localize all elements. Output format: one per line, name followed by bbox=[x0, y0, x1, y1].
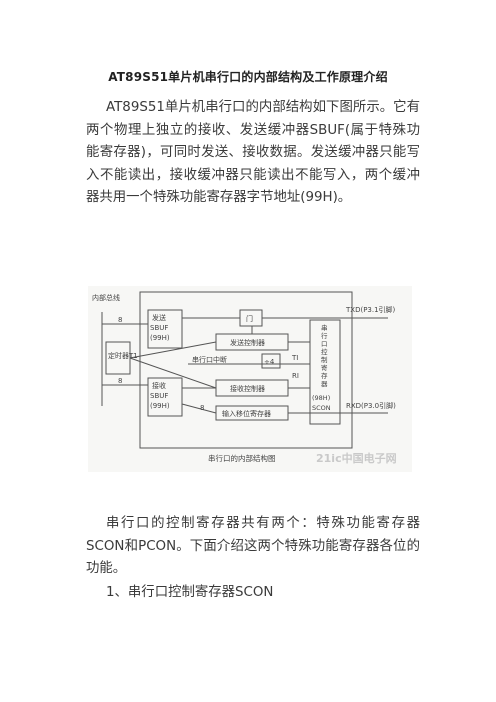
svg-text:串: 串 bbox=[321, 324, 328, 332]
scon-box bbox=[309, 319, 341, 425]
shift-register-label: 输入移位寄存器 bbox=[222, 409, 271, 418]
timer-label: 定时器T1 bbox=[108, 351, 138, 360]
svg-text:(98H): (98H) bbox=[312, 394, 330, 402]
rxd-label: RXD(P3.0引脚) bbox=[346, 401, 396, 410]
svg-text:器: 器 bbox=[321, 380, 328, 388]
bus-width-shift: 8 bbox=[200, 404, 204, 412]
intro-paragraph: AT89S51单片机串行口的内部结构如下图所示。它有两个物理上独立的接收、发送缓… bbox=[86, 100, 420, 205]
svg-text:口: 口 bbox=[321, 340, 328, 348]
rx-controller-label: 接收控制器 bbox=[230, 384, 265, 393]
ti-label: TI bbox=[291, 354, 298, 362]
scon-vertical-label: 串 行 口 控 制 寄 存 器 (98H) SCON bbox=[312, 324, 331, 412]
internal-bus-label: 内部总线 bbox=[92, 293, 120, 302]
serial-port-structure-diagram: 内部总线 8 8 8 定时器T1 发送 SBUF (99H) 接收 SBUF (… bbox=[88, 286, 412, 472]
section-heading-scon: 1、串行口控制寄存器SCON bbox=[106, 585, 274, 600]
svg-text:行: 行 bbox=[321, 331, 328, 340]
tx-sbuf-box bbox=[147, 309, 183, 349]
svg-text:SCON: SCON bbox=[312, 404, 331, 412]
svg-text:控: 控 bbox=[321, 347, 328, 356]
svg-text:存: 存 bbox=[321, 371, 328, 380]
gate-label: 门 bbox=[246, 314, 253, 323]
ri-label: RI bbox=[292, 372, 299, 380]
tx-sbuf-line3: (99H) bbox=[150, 334, 170, 342]
tx-sbuf-line2: SBUF bbox=[150, 324, 168, 332]
rx-sbuf-box bbox=[147, 377, 183, 417]
control-register-paragraph: 串行口的控制寄存器共有两个：特殊功能寄存器SCON和PCON。下面介绍这两个特殊… bbox=[86, 516, 420, 576]
rx-sbuf-line1: 接收 bbox=[152, 381, 166, 390]
divider-label: ÷4 bbox=[264, 358, 275, 366]
svg-text:寄: 寄 bbox=[321, 363, 328, 372]
document-title: AT89S51单片机串行口的内部结构及工作原理介绍 bbox=[108, 70, 388, 84]
tx-sbuf-line1: 发送 bbox=[152, 313, 166, 322]
figure-caption: 串行口的内部结构图 bbox=[208, 453, 276, 463]
outer-frame bbox=[139, 291, 353, 449]
svg-text:制: 制 bbox=[321, 355, 328, 364]
divider-box bbox=[261, 353, 281, 369]
watermark-logo: 21ic中国电子网 bbox=[316, 451, 397, 465]
bus-width-bottom: 8 bbox=[118, 377, 122, 385]
txd-label: TXD(P3.1引脚) bbox=[345, 305, 396, 314]
rx-sbuf-line2: SBUF bbox=[150, 392, 168, 400]
interrupt-label: 串行口中断 bbox=[192, 355, 227, 364]
rx-sbuf-line3: (99H) bbox=[150, 402, 170, 410]
bus-width-top: 8 bbox=[118, 316, 122, 324]
tx-controller-label: 发送控制器 bbox=[230, 338, 265, 347]
